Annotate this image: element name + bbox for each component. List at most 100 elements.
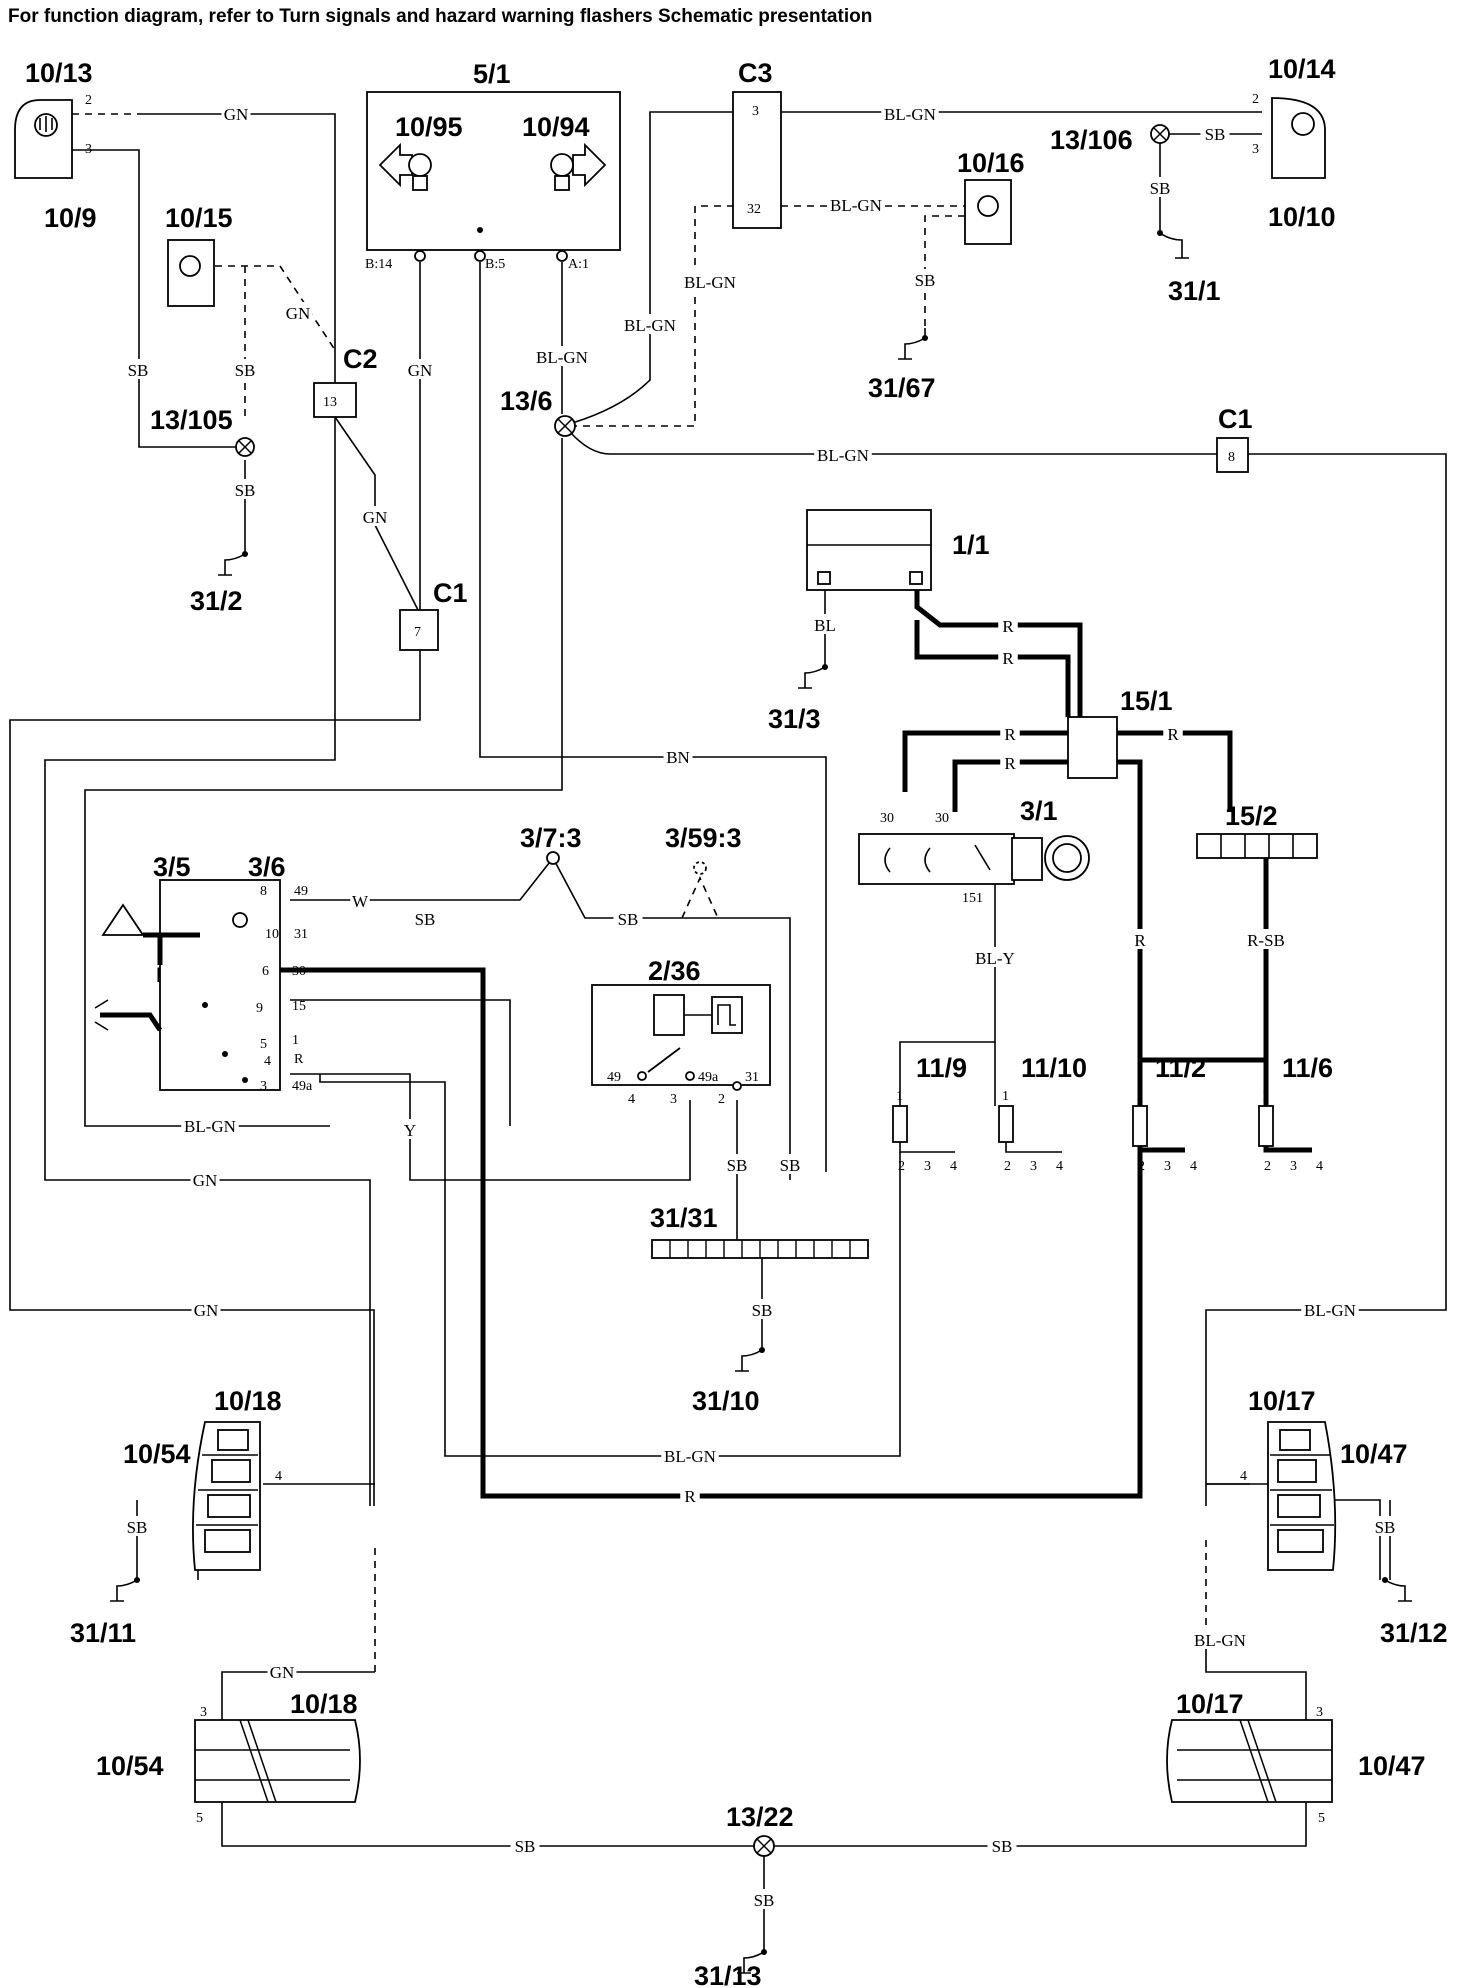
label-c2: C2 [343,344,378,374]
wire-label-r-1-bg [998,615,1018,635]
wire-label-blgn-10-16-bg [827,194,885,214]
wire-label-r-6: R [1134,931,1146,950]
wire-c2-gn-left [44,417,371,1506]
label-5-1: 5/1 [473,59,511,89]
switch-pin-4: 6 [262,964,269,979]
label-13-6: 13/6 [500,386,553,416]
switch-pin-1: 49 [294,884,308,899]
ground-31-3 [798,664,828,689]
wire-10-13-gn [140,113,336,383]
label-10-13: 10/13 [25,58,93,88]
wire-label-r-6-bg [1130,929,1150,949]
label-15-2: 15/2 [1225,801,1278,831]
flasher-relay-2-36 [591,984,771,1091]
fuse-1-pin-4: 4 [1056,1159,1063,1174]
ground-31-13 [737,1949,767,1974]
wire-label-gn-10-15: GN [286,304,311,323]
wire-15-relay [290,999,511,1126]
wire-11-10-bottom [1005,1142,1062,1153]
wire-label-sb-3-59-bg [775,1154,805,1174]
wire-label-sb-31-1: SB [1150,179,1171,198]
pin-10-17-5: 5 [1318,1811,1325,1826]
label-10-54-bottom: 10/54 [96,1751,164,1781]
wire-label-gn-10-15-bg [283,302,313,322]
fuse-1-pin-2: 2 [1004,1159,1011,1174]
switch-pin-12: 3 [260,1079,267,1094]
hazard-switch-3-5-3-6 [94,879,281,1091]
wire-label-blgn-10-16: BL-GN [830,196,882,215]
pin-10-18-5: 5 [196,1811,203,1826]
pin-10-18-3: 3 [200,1705,207,1720]
switch-pin-11: R [294,1052,304,1067]
wire-label-bn-bg [663,746,693,766]
wire-label-sb-10-47-bg [1370,1516,1400,1536]
wire-label-blgn-c1-right-2-bg [1301,1299,1359,1319]
wire-b5-bn [479,262,827,1172]
connector-c2 [313,382,357,418]
wire-label-blgn-c3-bg [621,314,679,334]
fuse-0-pin-2: 2 [898,1159,905,1174]
wire-15-1-r-d [1117,759,1143,1060]
label-10-18-top: 10/18 [214,1386,282,1416]
wire-label-gn-b14: GN [408,361,433,380]
label-13-105: 13/105 [150,405,233,435]
label-31-11: 31/11 [70,1618,136,1648]
wire-label-blgn-c1-right-2: BL-GN [1304,1301,1356,1320]
wire-label-r-5: R [1167,725,1179,744]
wire-label-sb-31-31: SB [752,1301,773,1320]
switch-pin-10: 4 [264,1054,271,1069]
wire-11-9-bottom [899,1142,955,1153]
wire-10-17-rear-blgn [1205,1640,1307,1720]
wire-10-16-sb [924,215,965,328]
relay-pin-49: 49 [607,1070,621,1085]
wire-label-gn-c2-c1: GN [363,508,388,527]
wire-label-blgn-a1: BL-GN [536,348,588,367]
switch-pin-9: 1 [292,1033,299,1048]
fuse-2-pin-2: 2 [1138,1159,1145,1174]
wire-label-sb-10-13-bg [123,359,153,379]
side-lamp-10-18 [192,1421,261,1571]
wire-label-gn-hazard-bg [190,1169,220,1189]
lamp-10-14 [1271,97,1326,179]
wire-label-r-5-bg [1163,723,1183,743]
wire-layer [9,111,1447,1952]
node-3-7-3 [546,851,560,865]
wire-label-sb-10-47: SB [1375,1518,1396,1537]
label-13-106: 13/106 [1050,125,1133,155]
wire-label-r-3-bg [1000,723,1020,743]
wire-y-relay [290,1073,691,1181]
wire-label-sb-10-54-bg [122,1516,152,1536]
wire-label-sb-3-7: SB [618,910,639,929]
label-31-67: 31/67 [868,373,936,403]
pin-b5-dot [474,250,486,262]
label-10-94: 10/94 [522,112,590,142]
connector-c1-left [399,609,439,651]
fuse-1-pin-top: 1 [1002,1089,1009,1104]
ground-31-12 [1382,1577,1412,1602]
label-10-18-bottom: 10/18 [290,1689,358,1719]
wire-1-1-r-b [914,620,1071,717]
label-15-1: 15/1 [1120,686,1173,716]
label-31-1: 31/1 [1168,276,1221,306]
label-13-22: 13/22 [726,1802,794,1832]
wire-label-gn-10-13: GN [224,105,249,124]
junction-5-1 [477,227,483,233]
wire-10-47-sb-right [1335,1499,1381,1580]
pin-10-13-2: 2 [85,93,92,108]
switch-pin-3: 31 [294,927,308,942]
wire-11-6-bottom [1263,1146,1312,1153]
label-10-95: 10/95 [395,112,463,142]
label-31-12: 31/12 [1380,1618,1448,1648]
wire-11-2-bottom [1137,1146,1185,1153]
fuse-3-pin-top: 1 [1262,1089,1269,1104]
switch-pin-0: 8 [260,884,267,899]
wire-label-r-4: R [1004,754,1016,773]
front-lamp-10-18 [194,1719,361,1803]
connector-c2-pin: 13 [323,395,337,410]
wire-10-18-rear-gn [221,1671,375,1720]
wire-label-blgn-10-14: BL-GN [884,105,936,124]
wire-label-sb-10-54: SB [127,1518,148,1537]
wire-13-6-c3 [561,111,733,427]
label-10-47-top: 10/47 [1340,1439,1408,1469]
